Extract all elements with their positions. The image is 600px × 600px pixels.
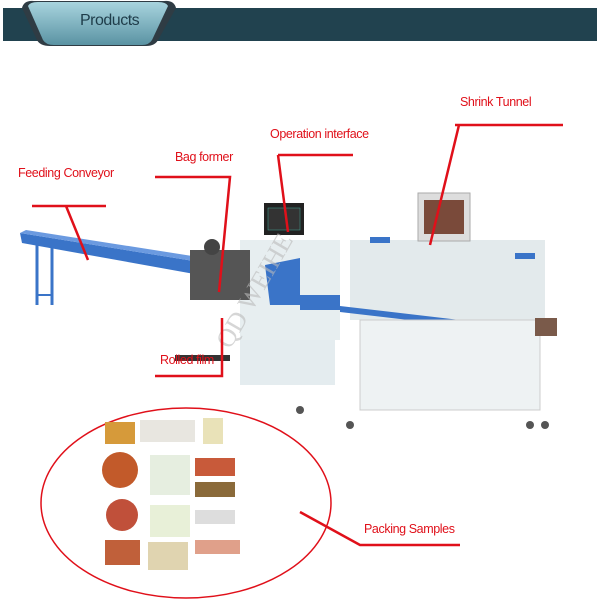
shrink-tunnel-body	[296, 192, 557, 429]
callout-lines	[32, 123, 563, 547]
label-rolled-film: Rolled film	[160, 353, 214, 367]
packing-samples-ellipse	[40, 407, 332, 599]
packing-samples-photo	[102, 418, 240, 570]
products-tab[interactable]: Products	[18, 0, 176, 46]
label-shrink-tunnel: Shrink Tunnel	[460, 95, 532, 109]
tab-shape	[22, 0, 176, 46]
label-bag-former: Bag former	[175, 150, 233, 164]
products-tab-label: Products	[80, 12, 140, 29]
feeding-conveyor	[20, 230, 205, 305]
label-packing-samples: Packing Samples	[364, 522, 455, 536]
label-feeding-conveyor: Feeding Conveyor	[18, 166, 114, 180]
label-operation-interface: Operation interface	[270, 127, 369, 141]
